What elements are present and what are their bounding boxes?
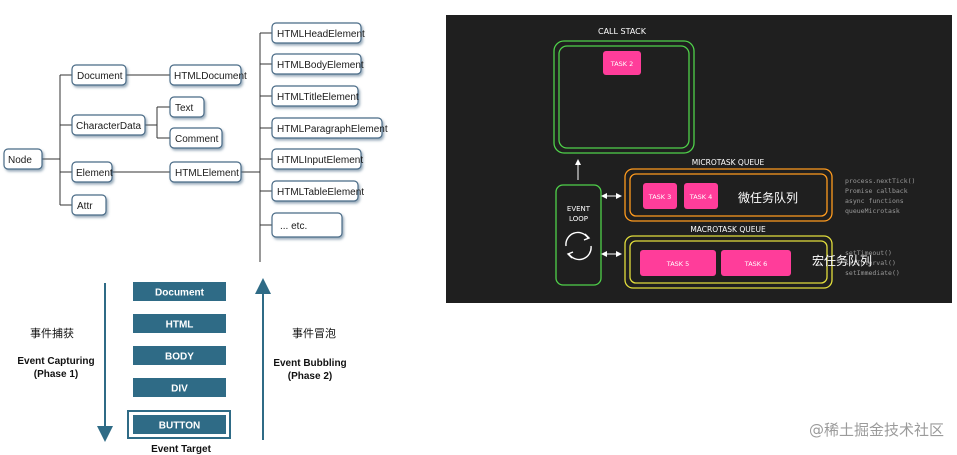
capture-label-en: Event Capturing [17, 356, 94, 367]
call-stack-task-label: TASK 2 [610, 60, 634, 68]
event-target-label: Event Target [151, 444, 211, 455]
capture-label-cn: 事件捕获 [30, 326, 74, 340]
tree-node-htmlinput-label: HTMLInputElement [277, 155, 363, 166]
level-button: BUTTON [127, 410, 231, 439]
microtask-task-4-label: TASK 4 [689, 193, 713, 201]
microtask-api-3: queueMicrotask [845, 207, 900, 215]
level-document-label: Document [155, 288, 205, 299]
event-flow: 事件捕获 Event Capturing (Phase 1) 事件冒泡 Even… [17, 278, 347, 455]
tree-node-node: Node [3, 148, 43, 170]
macrotask-api-0: setTimeout() [845, 249, 892, 257]
tree-node-htmltitle-label: HTMLTitleElement [277, 92, 359, 103]
event-loop-label-2: LOOP [569, 215, 588, 223]
tree-node-element-label: Element [76, 168, 113, 179]
microtask-outer [624, 168, 833, 222]
microtask-task-4 [684, 183, 718, 209]
tree-node-htmlhead: HTMLHeadElement [271, 22, 365, 44]
tree-node-comment-label: Comment [175, 134, 219, 145]
event-loop-label-1: EVENT [567, 205, 591, 213]
microtask-title: MICROTASK QUEUE [692, 158, 765, 167]
microtask-cn-label: 微任务队列 [738, 190, 798, 205]
tree-node-htmlelement: HTMLElement [169, 161, 242, 183]
macrotask-outer [624, 235, 833, 289]
tree-node-text: Text [169, 96, 205, 118]
macrotask-api-1: setInterval() [845, 259, 896, 267]
tree-node-document: Document [71, 64, 127, 86]
tree-node-comment: Comment [169, 127, 223, 149]
level-body-label: BODY [165, 352, 194, 363]
call-stack-inner [558, 45, 690, 149]
microtask-api-0: process.nextTick() [845, 177, 915, 185]
microtask-api-2: async functions [845, 197, 904, 205]
level-div: DIV [133, 378, 226, 397]
microtask-task-3 [643, 183, 677, 209]
tree-node-htmldocument-label: HTMLDocument [174, 71, 247, 82]
level-div-label: DIV [171, 384, 188, 395]
watermark-text: @稀土掘金技术社区 [809, 421, 944, 439]
macrotask-task-5-label: TASK 5 [666, 260, 690, 268]
level-html-label: HTML [166, 320, 194, 331]
call-stack-outer [553, 40, 695, 154]
macrotask-api-2: setImmediate() [845, 269, 900, 277]
tree-node-etc-label: ... etc. [280, 221, 307, 232]
macrotask-task-5 [640, 250, 716, 276]
tree-node-htmlparagraph: HTMLParagraphElement [271, 117, 388, 139]
tree-node-htmltitle: HTMLTitleElement [271, 85, 359, 107]
macrotask-task-6-label: TASK 6 [744, 260, 768, 268]
tree-node-node-label: Node [8, 155, 32, 166]
level-document: Document [133, 282, 226, 301]
tree-node-attr-label: Attr [77, 201, 93, 212]
capture-phase: (Phase 1) [34, 369, 78, 380]
level-body: BODY [133, 346, 226, 365]
tree-node-htmlhead-label: HTMLHeadElement [277, 29, 365, 40]
tree-node-htmlparagraph-label: HTMLParagraphElement [277, 124, 388, 135]
level-html: HTML [133, 314, 226, 333]
tree-node-htmlelement-label: HTMLElement [175, 168, 239, 179]
dom-tree: Node Document CharacterData Element Attr… [3, 22, 388, 262]
call-stack-task [603, 51, 641, 75]
macrotask-title: MACROTASK QUEUE [690, 225, 766, 234]
bubble-label-cn: 事件冒泡 [292, 326, 336, 340]
tree-node-htmlinput: HTMLInputElement [271, 148, 363, 170]
tree-connectors [42, 32, 272, 262]
bubble-label-en: Event Bubbling [273, 358, 346, 369]
macrotask-inner [629, 240, 828, 284]
macrotask-cn-label: 宏任务队列 [812, 253, 872, 268]
macrotask-task-6 [721, 250, 791, 276]
event-loop-panel: CALL STACK TASK 2 EVENT LOOP MICROTASK Q… [446, 15, 952, 303]
tree-node-document-label: Document [77, 71, 123, 82]
tree-node-text-label: Text [175, 103, 194, 114]
tree-node-attr: Attr [71, 194, 107, 216]
microtask-inner [629, 173, 828, 217]
loop-cycle-icon [565, 231, 592, 261]
tree-node-htmlbody: HTMLBodyElement [271, 53, 364, 75]
tree-node-htmltable-label: HTMLTableElement [277, 187, 364, 198]
event-loop-box: EVENT LOOP [555, 184, 602, 286]
microtask-task-3-label: TASK 3 [648, 193, 672, 201]
microtask-api-1: Promise callback [845, 187, 908, 195]
tree-node-element: Element [71, 161, 113, 183]
tree-node-htmlbody-label: HTMLBodyElement [277, 60, 364, 71]
tree-node-characterdata: CharacterData [71, 114, 146, 136]
tree-node-etc: ... etc. [271, 212, 343, 238]
tree-node-htmldocument: HTMLDocument [169, 64, 247, 86]
tree-node-htmltable: HTMLTableElement [271, 180, 364, 202]
tree-node-characterdata-label: CharacterData [76, 121, 141, 132]
level-button-label: BUTTON [159, 421, 200, 432]
bubble-phase: (Phase 2) [288, 371, 332, 382]
call-stack-title: CALL STACK [598, 27, 647, 36]
